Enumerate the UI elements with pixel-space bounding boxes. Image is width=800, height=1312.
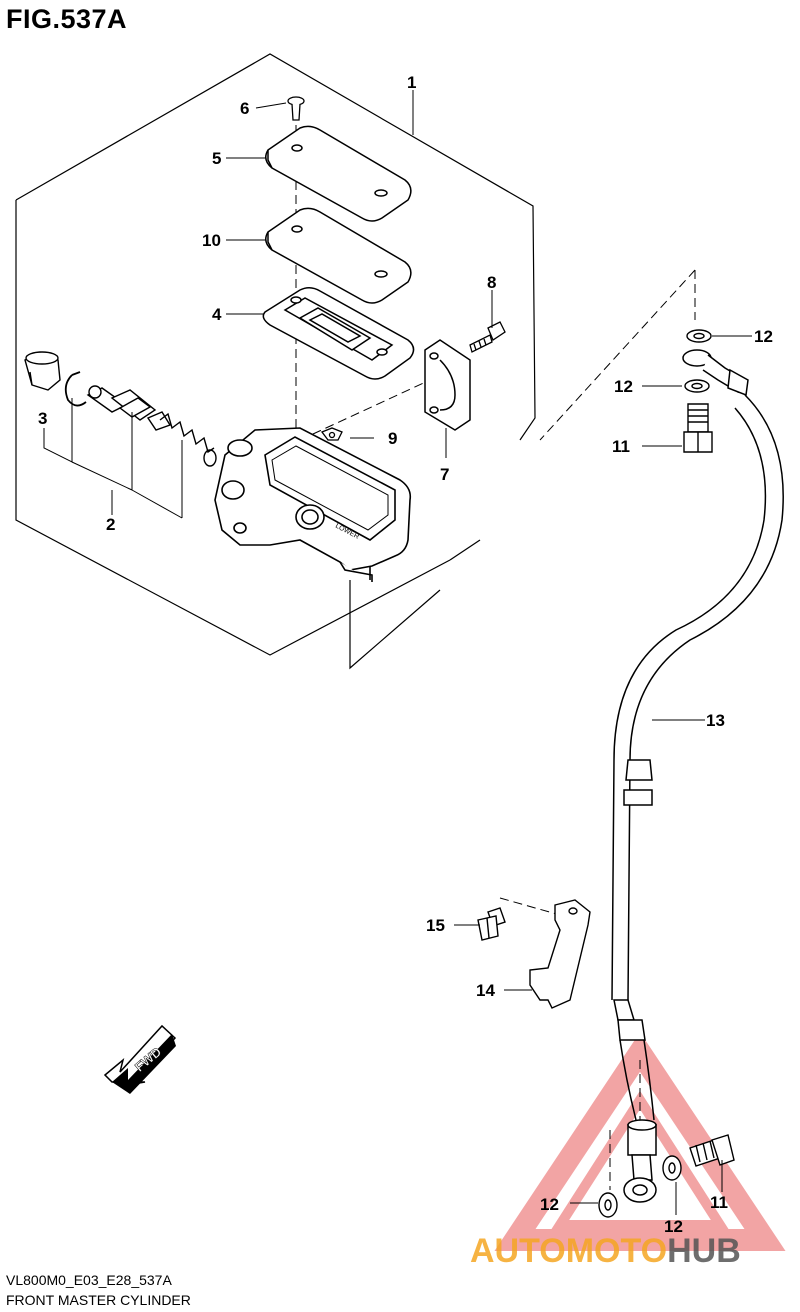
piston-kit-2 [86,385,172,431]
master-cylinder-body: LOWER [214,427,412,582]
clamp-7 [424,339,471,431]
washer-12-top [686,329,712,343]
callout-12-top: 12 [754,327,773,346]
bracket-14 [529,899,591,1009]
callout-11-top: 11 [612,437,630,456]
callout-7: 7 [440,465,449,484]
washer-12-mid [684,379,710,393]
clip-9 [320,427,343,441]
callout-15: 15 [426,916,445,935]
watermark-moto: MOTO [566,1232,667,1270]
fwd-arrow-icon: FWD [103,1024,177,1094]
callout-3: 3 [38,409,47,428]
callout-8: 8 [487,273,496,292]
diaphragm-plate-10 [265,207,412,304]
callout-5: 5 [212,149,221,168]
diaphragm-4 [262,287,415,380]
watermark-text: AUTOMOTOHUB [470,1232,741,1270]
figure-code: VL800M0_E03_E28_537A [6,1272,172,1288]
piston-spring [159,412,217,467]
dashed-guides [295,125,696,1190]
callout-9: 9 [388,429,397,448]
circlip [64,371,87,407]
callout-11-bottom: 11 [710,1193,728,1212]
reservoir-cap-5 [265,125,412,222]
callout-12-mid: 12 [614,377,633,396]
banjo-fitting-bottom [623,1119,657,1203]
banjo-bolt-11-bottom [689,1134,735,1167]
banjo-fitting-top [682,349,749,397]
callout-2: 2 [106,515,115,534]
watermark-hub: HUB [667,1232,741,1270]
washer-12-bottom-right [662,1155,682,1181]
boot-3 [24,351,61,391]
brake-hose-13 [611,394,784,1121]
callout-4: 4 [212,305,222,324]
watermark-auto: AUTO [470,1232,566,1270]
svg-text:AUTOMOTOHUB: AUTOMOTOHUB [470,1232,741,1270]
figure-title: FIG.537A [6,4,128,34]
bolt-15 [477,907,506,941]
leader-lines [43,90,752,1215]
washer-12-bottom-left [598,1192,618,1218]
banjo-bolt-11-top [683,403,713,453]
callout-labels: 1 2 3 4 5 6 7 8 9 10 11 11 12 12 12 12 1… [38,73,773,1236]
figure-name: FRONT MASTER CYLINDER [6,1292,191,1308]
callout-10: 10 [202,231,221,250]
callout-12-bottom-left: 12 [540,1195,559,1214]
screw-6 [287,96,305,121]
callout-1: 1 [407,73,416,92]
callout-6: 6 [240,99,249,118]
bolt-8 [469,321,506,353]
callout-14: 14 [476,981,495,1000]
callout-13: 13 [706,711,725,730]
callout-12-bottom-right: 12 [664,1217,683,1236]
